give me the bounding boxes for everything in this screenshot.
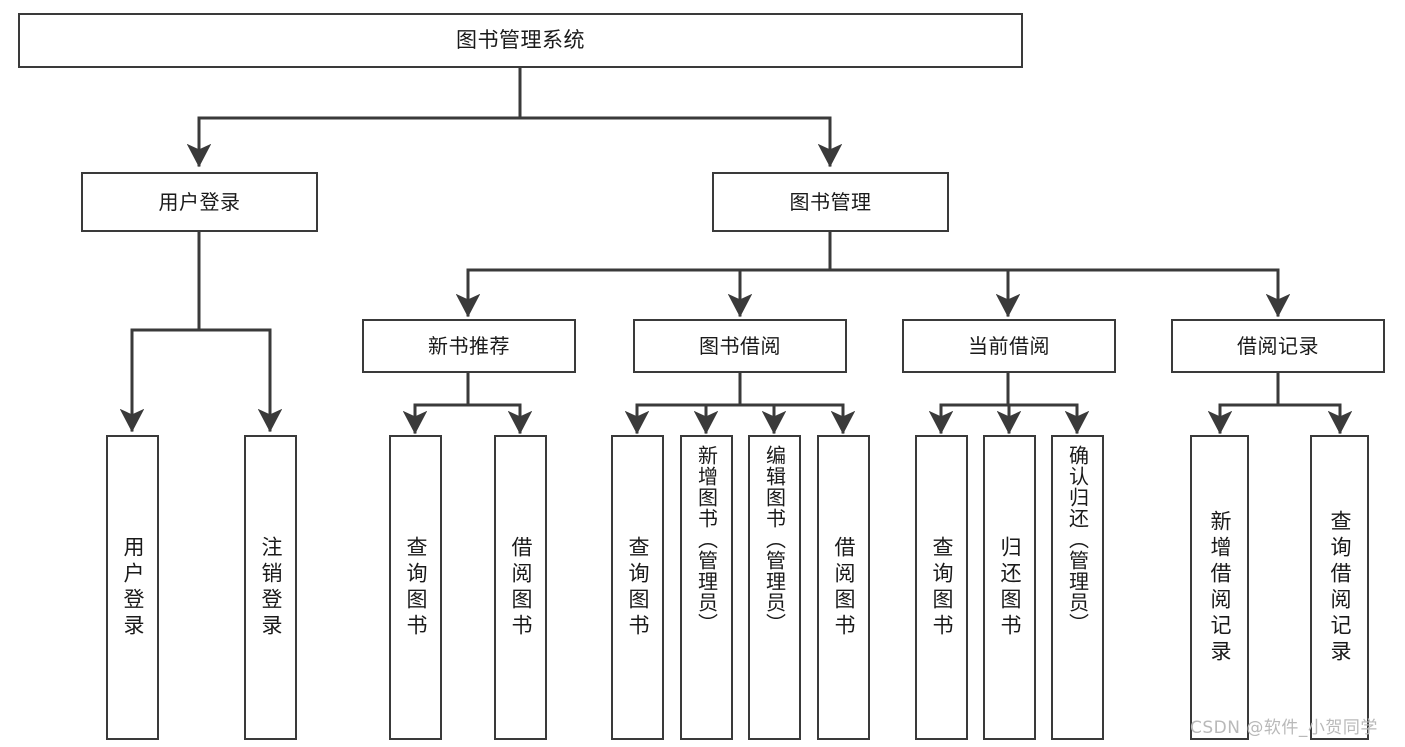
node-label: 借阅记录: [1237, 333, 1319, 358]
node-leaf-query-book-current[interactable]: 查询图书: [915, 435, 968, 740]
node-label: 图书管理系统: [456, 28, 585, 53]
node-book-borrowing[interactable]: 图书借阅: [633, 319, 847, 373]
node-label: 查询借阅记录: [1328, 509, 1352, 666]
node-label: 用户登录: [158, 189, 241, 214]
node-label: 图书管理: [789, 189, 872, 214]
node-label: 查询图书: [930, 535, 954, 640]
node-leaf-query-book-newbook[interactable]: 查询图书: [389, 435, 442, 740]
node-book-management[interactable]: 图书管理: [712, 172, 949, 232]
node-label: 当前借阅: [968, 333, 1050, 358]
node-leaf-query-borrow-record[interactable]: 查询借阅记录: [1310, 435, 1369, 740]
node-label: 归还图书: [998, 535, 1022, 640]
node-label: 新增图书（管理员）: [694, 445, 719, 634]
node-label: 查询图书: [626, 535, 650, 640]
node-leaf-user-login[interactable]: 用户登录: [106, 435, 159, 740]
node-leaf-logout[interactable]: 注销登录: [244, 435, 297, 740]
node-leaf-add-borrow-record[interactable]: 新增借阅记录: [1190, 435, 1249, 740]
node-label: 新书推荐: [428, 333, 510, 358]
node-leaf-add-book-admin[interactable]: 新增图书（管理员）: [680, 435, 733, 740]
node-label: 确认归还（管理员）: [1065, 445, 1090, 634]
node-user-login[interactable]: 用户登录: [81, 172, 318, 232]
node-label: 用户登录: [121, 535, 145, 640]
node-root-book-management-system[interactable]: 图书管理系统: [18, 13, 1023, 68]
node-label: 图书借阅: [699, 333, 781, 358]
node-leaf-edit-book-admin[interactable]: 编辑图书（管理员）: [748, 435, 801, 740]
node-new-book-recommendation[interactable]: 新书推荐: [362, 319, 576, 373]
node-current-borrowing[interactable]: 当前借阅: [902, 319, 1116, 373]
node-leaf-borrow-book-borrowing[interactable]: 借阅图书: [817, 435, 870, 740]
node-leaf-query-book-borrowing[interactable]: 查询图书: [611, 435, 664, 740]
node-borrow-records[interactable]: 借阅记录: [1171, 319, 1385, 373]
node-label: 新增借阅记录: [1208, 509, 1232, 666]
node-label: 借阅图书: [509, 535, 533, 640]
watermark-text: CSDN @软件_小贺同学: [1190, 718, 1378, 738]
node-label: 借阅图书: [832, 535, 856, 640]
node-label: 查询图书: [404, 535, 428, 640]
node-leaf-confirm-return-admin[interactable]: 确认归还（管理员）: [1051, 435, 1104, 740]
node-leaf-return-book[interactable]: 归还图书: [983, 435, 1036, 740]
node-label: 编辑图书（管理员）: [762, 445, 787, 634]
node-label: 注销登录: [259, 535, 283, 640]
node-leaf-borrow-book-newbook[interactable]: 借阅图书: [494, 435, 547, 740]
